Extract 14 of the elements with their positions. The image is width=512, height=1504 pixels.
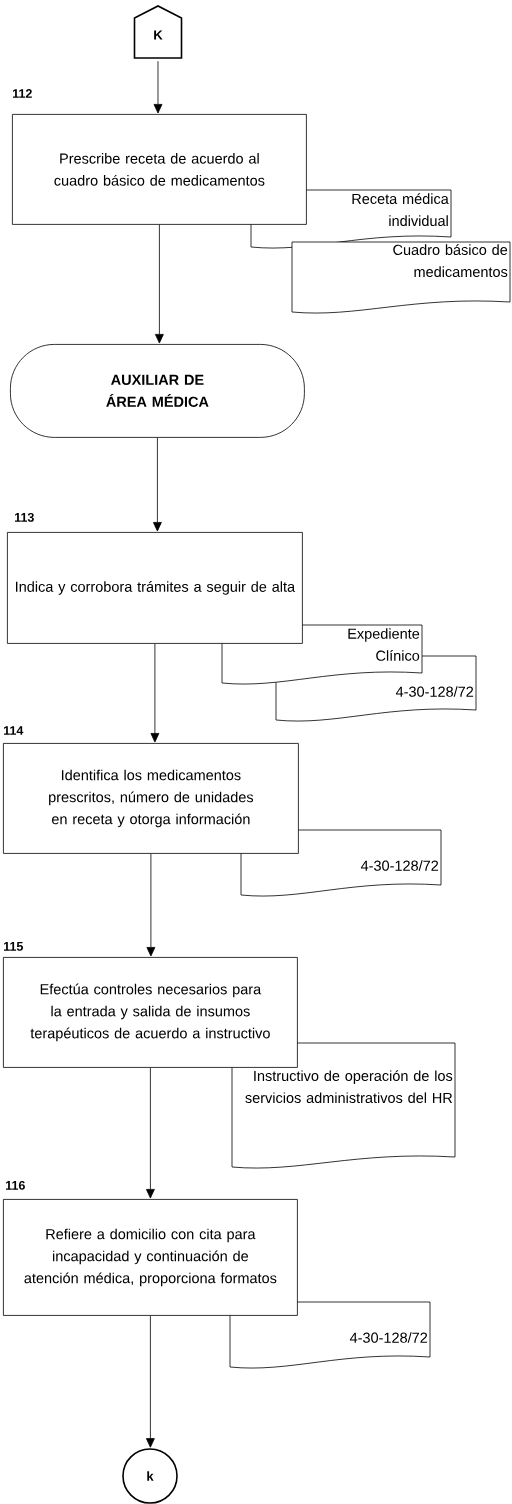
arrow (150, 643, 160, 743)
step-number: 113 (15, 512, 34, 522)
arrow (155, 224, 164, 344)
arrow (153, 60, 163, 114)
arrow (146, 1315, 155, 1448)
step-number: 116 (6, 1180, 25, 1190)
arrow (146, 853, 156, 957)
connector-pentagon: K (133, 5, 183, 59)
step-number: 112 (13, 89, 32, 98)
arrow (146, 1067, 155, 1199)
process-box: Efectúa controles necesarios para la entrada y salida de insumos terapéuticos de acuerdo a instructivo (3, 957, 298, 1068)
step-number: 114 (4, 726, 24, 735)
step-number: 115 (4, 942, 23, 951)
arrow (153, 437, 162, 532)
